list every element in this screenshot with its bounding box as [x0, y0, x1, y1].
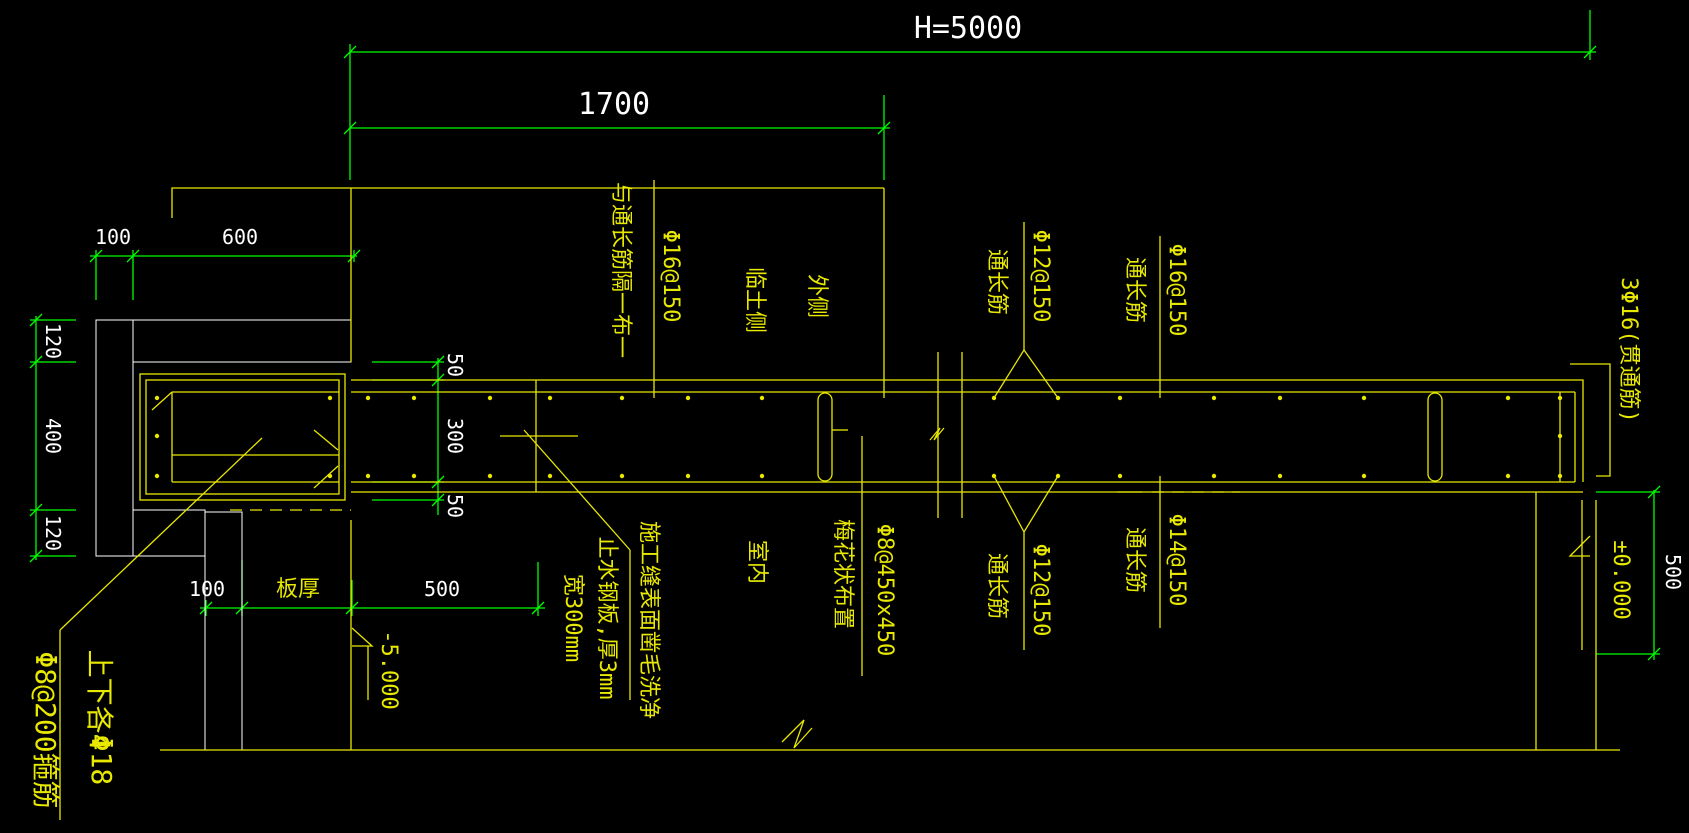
label-bottom-rebar-2: Φ18 [85, 735, 118, 786]
label-tie-layout: 梅花状布置 [830, 519, 855, 629]
dimension-bottom-horizontal: 100 板厚 500 [189, 560, 545, 616]
label-joint-note: 施工缝表面凿毛洗净 [636, 521, 661, 719]
dimension-text-100-top: 100 [95, 225, 131, 249]
break-symbol [781, 352, 963, 749]
label-bottom-rebar-1: 上下各4 [83, 650, 116, 751]
dimension-1700: 1700 [343, 87, 891, 180]
label-waterstop-1: 止水钢板,厚3mm [594, 537, 619, 700]
slab-thickness-label: 板厚 [276, 577, 320, 602]
label-through-bar-1: 通长筋 [984, 249, 1009, 315]
label-rebar-12-150-top: Φ12@150 [1028, 230, 1053, 323]
dimension-left-vertical: 120 400 120 [29, 313, 76, 563]
dimension-text-100-bot: 100 [189, 577, 225, 601]
dimension-text-500-horiz: 500 [424, 577, 460, 601]
label-through-bar-3: 通长筋 [984, 553, 1009, 619]
rebar-labels: 上下各4 Φ18 Φ8@200箍筋 Φ16@150 与通长筋隔一布一 临土侧 外… [29, 182, 1641, 809]
left-wall-section [95, 319, 352, 751]
elevation-markers: -5.000 ±0.000 [351, 535, 1633, 710]
leaders [59, 180, 1620, 820]
dimension-text-h: H=5000 [914, 11, 1022, 46]
label-rebar-14-150: Φ14@150 [1164, 514, 1189, 607]
dimension-text-500-vert: 500 [1661, 554, 1685, 590]
dimension-text-50-bot: 50 [443, 494, 467, 518]
dimension-100-600: 100 600 [89, 225, 361, 300]
label-soil-side: 临土侧 [742, 267, 767, 333]
dimension-text-50-top: 50 [443, 353, 467, 377]
rebar-dots [154, 395, 1563, 479]
dimension-text-300: 300 [443, 418, 467, 454]
upper-outline [171, 187, 884, 362]
label-waterstop-2: 宽300mm [560, 574, 585, 662]
label-rebar-3-16: 3Φ16(贯通筋) [1616, 277, 1641, 422]
label-rebar-16-150-note: 与通长筋隔一布一 [608, 182, 633, 358]
beam-rebar-cage [59, 373, 346, 631]
base-slab [230, 379, 1584, 511]
dimension-text-600: 600 [222, 225, 258, 249]
dimension-text-120-top: 120 [41, 323, 65, 359]
tie-hooks [817, 392, 1443, 482]
label-rebar-16-150-right: Φ16@150 [1164, 244, 1189, 337]
elevation-minus-5000: -5.000 [376, 630, 401, 709]
elevation-zero: ±0.000 [1608, 540, 1633, 619]
dimension-h-total: H=5000 [343, 10, 1597, 180]
label-through-bar-4: 通长筋 [1122, 527, 1147, 593]
label-through-bar-2: 通长筋 [1122, 257, 1147, 323]
label-indoor: 室内 [744, 540, 769, 584]
label-rebar-16-150-top: Φ16@150 [658, 230, 683, 323]
label-outer-side: 外侧 [804, 274, 829, 318]
dimension-inner-vertical: 50 300 50 [372, 353, 467, 518]
dimension-text-400: 400 [41, 418, 65, 454]
dimension-text-120-bot: 120 [41, 515, 65, 551]
label-tie-rebar: Φ8@450x450 [872, 524, 897, 656]
dimension-right-500: 500 [1596, 485, 1685, 661]
label-stirrup: Φ8@200箍筋 [29, 651, 62, 808]
label-rebar-12-150-bot: Φ12@150 [1028, 544, 1053, 637]
dimension-text-1700: 1700 [578, 87, 650, 122]
